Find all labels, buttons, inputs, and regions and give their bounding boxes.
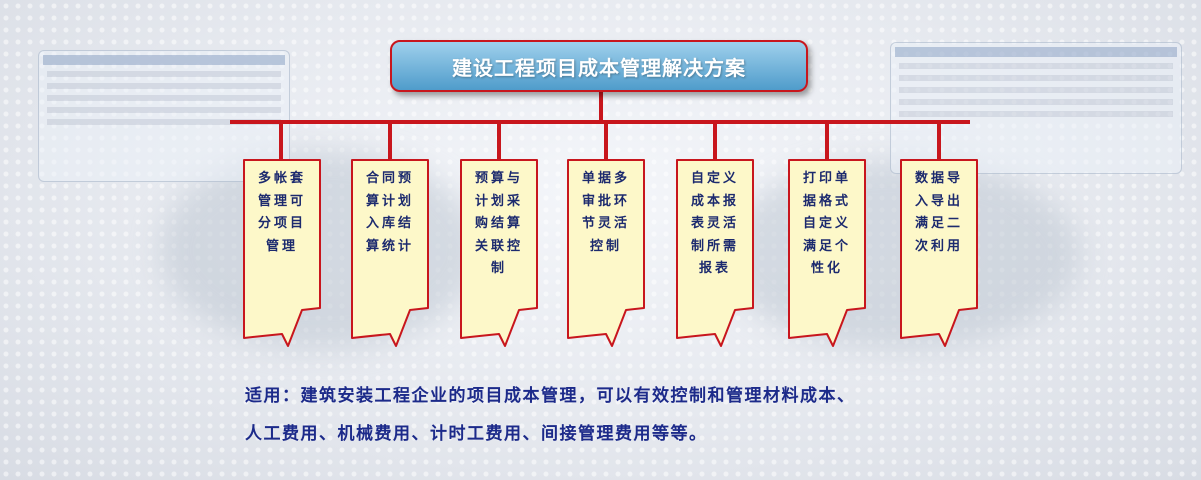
applicability-line: 人工费用、机械费用、计时工费用、间接管理费用等等。 xyxy=(245,424,708,444)
card-shape xyxy=(567,159,645,347)
card-shape xyxy=(900,159,978,347)
card-connector-line xyxy=(497,122,501,160)
feature-text: 自定义成本报表灵活制所需报表 xyxy=(690,171,739,276)
feature-text: 预算与计划采购结算关联控制 xyxy=(474,171,523,276)
horizontal-connector-line xyxy=(230,120,970,124)
card-connector-line xyxy=(937,122,941,160)
feature-text: 打印单据格式自定义满足个性化 xyxy=(802,171,851,276)
card-shape xyxy=(351,159,429,347)
feature-card: 单据多审批环节灵活控制 xyxy=(566,158,646,350)
title-connector-line xyxy=(599,92,603,122)
card-shape xyxy=(788,159,866,347)
feature-card: 合同预算计划入库结算统计 xyxy=(350,158,430,350)
applicability-note: 适用：建筑安装工程企业的项目成本管理，可以有效控制和管理材料成本、 人工费用、机… xyxy=(245,377,1065,453)
applicability-line: 适用：建筑安装工程企业的项目成本管理，可以有效控制和管理材料成本、 xyxy=(245,386,856,406)
background-software-screenshot xyxy=(890,42,1182,174)
card-connector-line xyxy=(825,122,829,160)
diagram-title: 建设工程项目成本管理解决方案 xyxy=(452,55,746,80)
card-shape xyxy=(676,159,754,347)
feature-text: 合同预算计划入库结算统计 xyxy=(365,171,414,254)
feature-card: 预算与计划采购结算关联控制 xyxy=(459,158,539,350)
card-shape xyxy=(460,159,538,347)
feature-card: 打印单据格式自定义满足个性化 xyxy=(787,158,867,350)
feature-text: 数据导入导出满足二次利用 xyxy=(914,171,963,254)
feature-card: 多帐套管理可分项目管理 xyxy=(242,158,322,350)
feature-card: 数据导入导出满足二次利用 xyxy=(899,158,979,350)
card-shape xyxy=(243,159,321,347)
card-connector-line xyxy=(388,122,392,160)
card-connector-line xyxy=(604,122,608,160)
card-connector-line xyxy=(279,122,283,160)
feature-text: 单据多审批环节灵活控制 xyxy=(581,171,630,254)
card-connector-line xyxy=(713,122,717,160)
feature-text: 多帐套管理可分项目管理 xyxy=(257,171,306,254)
diagram-title-box: 建设工程项目成本管理解决方案 xyxy=(390,40,808,92)
feature-card: 自定义成本报表灵活制所需报表 xyxy=(675,158,755,350)
